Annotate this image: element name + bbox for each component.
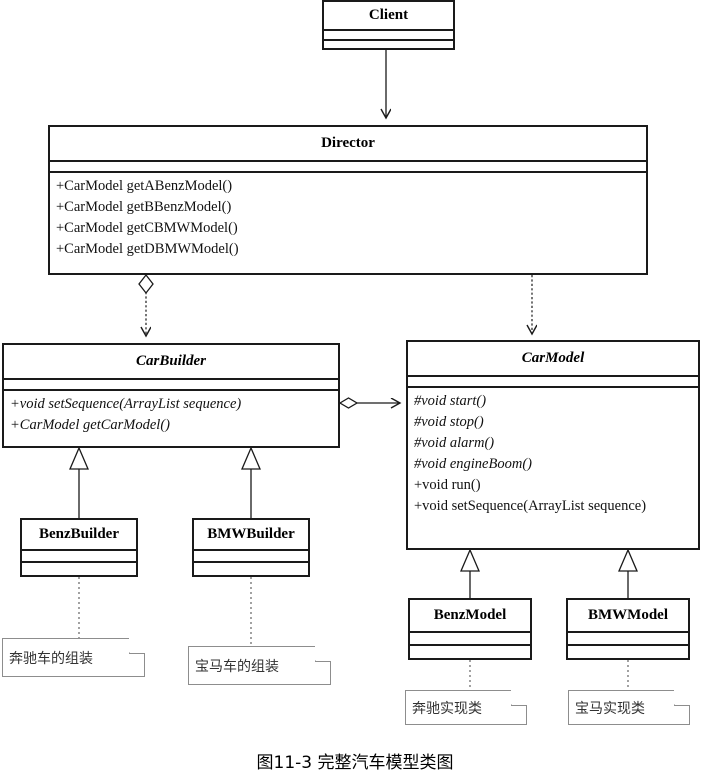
class-name-carmodel: CarModel	[521, 350, 585, 366]
class-box-benzmodel[interactable]: BenzModel	[408, 598, 532, 660]
note-bmw-builder[interactable]: 宝马车的组装	[188, 645, 331, 685]
method-row: +void run()	[414, 477, 481, 493]
class-name-director: Director	[321, 135, 375, 151]
edge-carbuilder-carmodel	[338, 397, 400, 409]
method-row: +CarModel getABenzModel()	[56, 178, 233, 194]
method-row: +CarModel getDBMWModel()	[56, 241, 239, 257]
class-methods-director: +CarModel getABenzModel() +CarModel getB…	[50, 173, 646, 264]
class-compartment-separator	[568, 644, 688, 646]
class-box-carmodel[interactable]: CarModel #void start() #void stop() #voi…	[406, 340, 700, 550]
method-row: +void setSequence(ArrayList sequence)	[414, 498, 647, 514]
class-compartment-separator	[4, 378, 338, 380]
class-methods-carmodel: #void start() #void stop() #void alarm()…	[408, 388, 698, 521]
class-name-benzbuilder: BenzBuilder	[38, 526, 119, 542]
class-box-carbuilder[interactable]: CarBuilder +void setSequence(ArrayList s…	[2, 343, 340, 448]
class-name-bmwmodel: BMWModel	[588, 607, 668, 623]
method-row: #void engineBoom()	[414, 456, 532, 472]
edge-director-carbuilder	[138, 273, 154, 336]
class-name-carbuilder: CarBuilder	[135, 353, 207, 369]
class-name-client: Client	[368, 7, 409, 23]
class-name-benzmodel: BenzModel	[433, 607, 507, 623]
note-bmw-model[interactable]: 宝马实现类	[568, 689, 690, 725]
class-compartment-separator	[50, 160, 646, 162]
method-row: +void setSequence(ArrayList sequence)	[10, 396, 242, 412]
method-row: +CarModel getBBenzModel()	[56, 199, 232, 215]
note-fold-icon	[511, 689, 527, 706]
note-text: 宝马实现类	[575, 700, 645, 717]
method-row: #void alarm()	[414, 435, 495, 451]
class-compartment-separator	[22, 561, 136, 563]
class-compartment-separator	[22, 549, 136, 551]
class-compartment-separator	[408, 386, 698, 388]
note-fold-icon	[315, 645, 331, 662]
class-compartment-separator	[324, 39, 453, 41]
class-box-director[interactable]: Director +CarModel getABenzModel() +CarM…	[48, 125, 648, 275]
class-name-bmwbuilder: BMWBuilder	[207, 526, 295, 542]
note-fold-icon	[674, 689, 690, 706]
edge-bmwmodel-carmodel	[618, 548, 638, 598]
note-benz-builder[interactable]: 奔驰车的组装	[2, 637, 145, 677]
class-compartment-separator	[4, 389, 338, 391]
method-row: #void stop()	[414, 414, 484, 430]
edge-benzmodel-carmodel	[460, 548, 480, 598]
class-compartment-separator	[194, 561, 308, 563]
class-compartment-separator	[410, 631, 530, 633]
class-box-benzbuilder[interactable]: BenzBuilder	[20, 518, 138, 577]
class-compartment-separator	[194, 549, 308, 551]
note-text: 奔驰实现类	[412, 700, 482, 717]
class-methods-carbuilder: +void setSequence(ArrayList sequence) +C…	[4, 391, 338, 440]
note-benz-model[interactable]: 奔驰实现类	[405, 689, 527, 725]
figure-caption: 图11-3 完整汽车模型类图	[256, 753, 454, 773]
edge-benzbuilder-carbuilder	[69, 446, 89, 518]
class-compartment-separator	[410, 644, 530, 646]
class-compartment-separator	[568, 631, 688, 633]
class-compartment-separator	[50, 171, 646, 173]
edge-bmwbuilder-carbuilder	[241, 446, 261, 518]
note-text: 奔驰车的组装	[9, 650, 93, 667]
class-compartment-separator	[324, 29, 453, 31]
note-text: 宝马车的组装	[195, 658, 279, 675]
class-box-bmwmodel[interactable]: BMWModel	[566, 598, 690, 660]
method-row: +CarModel getCBMWModel()	[56, 220, 238, 236]
method-row: +CarModel getCarModel()	[10, 417, 170, 433]
class-compartment-separator	[408, 375, 698, 377]
note-fold-icon	[129, 637, 145, 654]
class-box-bmwbuilder[interactable]: BMWBuilder	[192, 518, 310, 577]
method-row: #void start()	[414, 393, 487, 409]
class-box-client[interactable]: Client	[322, 0, 455, 50]
